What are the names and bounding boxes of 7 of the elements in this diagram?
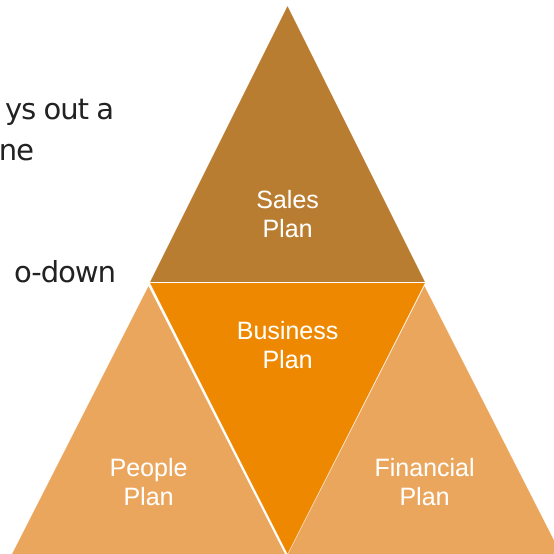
text-fragment: ne [0,133,33,167]
triangle-label: Financial Plan [373,454,476,512]
text-fragment: o-down [14,255,115,289]
triangle-label: Business Plan [236,317,340,375]
triangle-label: Sales Plan [255,186,320,244]
text-fragment: ys out a [5,92,113,126]
triangle-label: People Plan [108,454,188,512]
